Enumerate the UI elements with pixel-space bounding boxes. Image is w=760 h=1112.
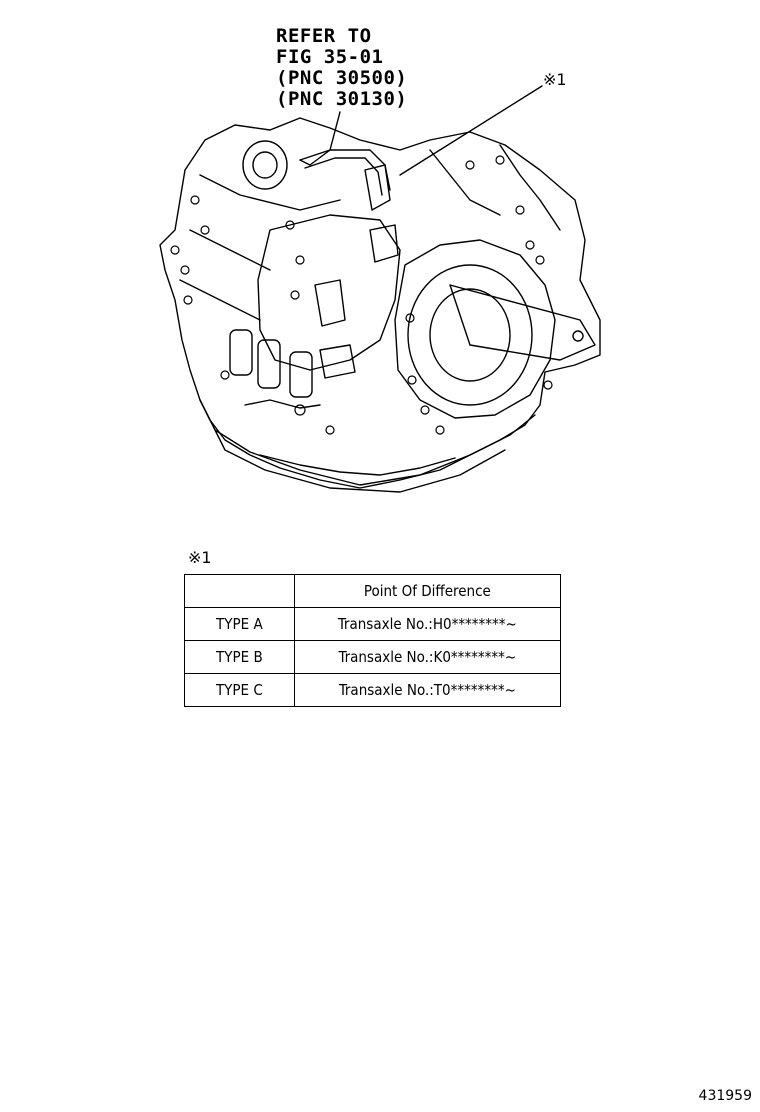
reference-note: REFER TO FIG 35-01 (PNC 30500) (PNC 3013… <box>276 26 407 110</box>
reference-note-line: (PNC 30500) <box>276 67 408 89</box>
valve-body <box>257 214 401 371</box>
housing-ridge <box>179 174 341 321</box>
left-port <box>242 140 288 190</box>
type-cell: TYPE C <box>184 673 295 707</box>
cylinder <box>229 329 253 376</box>
bolt-group <box>170 155 553 435</box>
bell-housing-inner <box>429 288 511 382</box>
illustration-id: 431959 <box>698 1088 752 1104</box>
pan-rib <box>259 454 456 476</box>
type-cell: TYPE A <box>184 607 295 641</box>
mounting-bracket <box>449 284 596 361</box>
difference-cell: Transaxle No.:K0********~ <box>293 640 562 674</box>
table-row: TYPE B Transaxle No.:K0********~ <box>184 640 562 674</box>
table-row: TYPE C Transaxle No.:T0********~ <box>184 673 562 707</box>
reference-note-line: FIG 35-01 <box>276 46 384 68</box>
cylinder <box>257 339 281 389</box>
connector <box>369 224 399 263</box>
difference-table: Point Of Difference TYPE A Transaxle No.… <box>184 574 562 707</box>
header-cell-point-of-difference: Point Of Difference <box>293 574 562 608</box>
bell-housing-rim <box>394 239 556 419</box>
right-housing-ridge <box>429 144 561 231</box>
table-row: TYPE A Transaxle No.:H0********~ <box>184 607 562 641</box>
header-cell-empty <box>184 574 295 608</box>
callout-marker: ※1 <box>543 70 567 89</box>
table-marker: ※1 <box>188 548 212 567</box>
type-cell: TYPE B <box>184 640 295 674</box>
cylinder <box>289 351 313 398</box>
reference-note-line: (PNC 30130) <box>276 88 408 110</box>
solenoid-2 <box>319 344 356 379</box>
valve-link <box>244 399 321 409</box>
callout-leader-line <box>399 85 543 176</box>
difference-cell: Transaxle No.:T0********~ <box>293 673 562 707</box>
bell-housing-circle <box>407 264 533 406</box>
reference-note-line: REFER TO <box>276 25 372 47</box>
cooler-pipe-2 <box>304 157 383 196</box>
difference-cell: Transaxle No.:H0********~ <box>293 607 562 641</box>
transaxle-illustration <box>159 85 601 493</box>
table-header-row: Point Of Difference <box>184 574 562 608</box>
oil-pan <box>199 399 536 493</box>
bracket-hole <box>572 330 584 342</box>
solenoid <box>314 279 346 327</box>
left-port-inner <box>252 151 278 179</box>
reference-leader-line <box>299 111 341 166</box>
sensor <box>364 164 391 211</box>
